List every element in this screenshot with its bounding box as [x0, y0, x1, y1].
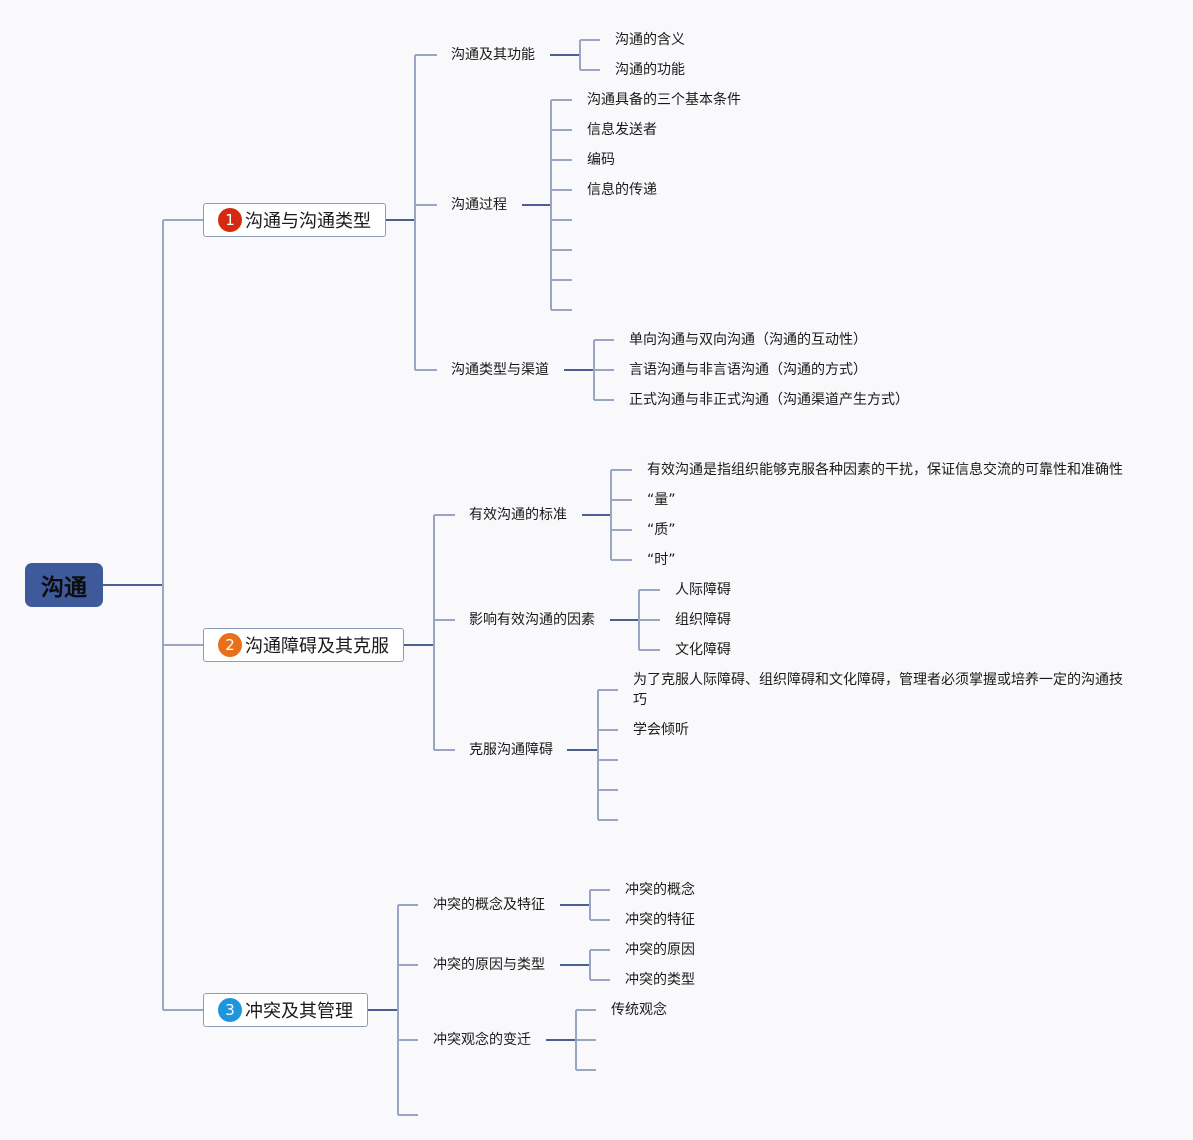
branch-node-2[interactable]: 2 沟通障碍及其克服: [203, 628, 404, 662]
number-1-badge-icon: 1: [218, 208, 242, 232]
leaf-node[interactable]: 学会倾听: [633, 722, 689, 738]
leaf-node[interactable]: 沟通的功能: [615, 62, 685, 78]
topic-node[interactable]: 冲突的概念及特征: [433, 897, 545, 913]
leaf-node[interactable]: 信息的传递: [587, 182, 657, 198]
leaf-node[interactable]: 传统观念: [611, 1002, 667, 1018]
branch-label: 沟通与沟通类型: [245, 211, 371, 232]
leaf-node[interactable]: 冲突的类型: [625, 972, 695, 988]
topic-node[interactable]: 克服沟通障碍: [469, 742, 553, 758]
branch-label: 冲突及其管理: [245, 1001, 353, 1022]
leaf-node[interactable]: 为了克服人际障碍、组织障碍和文化障碍，管理者必须掌握或培养一定的沟通技巧: [633, 672, 1123, 708]
topic-node[interactable]: 有效沟通的标准: [469, 507, 567, 523]
topic-node[interactable]: 沟通过程: [451, 197, 507, 213]
leaf-node[interactable]: “量”: [647, 492, 676, 508]
topic-node[interactable]: 影响有效沟通的因素: [469, 612, 595, 628]
root-node[interactable]: 沟通: [25, 563, 103, 607]
leaf-node[interactable]: 组织障碍: [675, 612, 731, 628]
branch-label: 沟通障碍及其克服: [245, 636, 389, 657]
leaf-node[interactable]: 文化障碍: [675, 642, 731, 658]
leaf-node[interactable]: 正式沟通与非正式沟通（沟通渠道产生方式）: [629, 392, 909, 408]
leaf-node[interactable]: 沟通的含义: [615, 32, 685, 48]
leaf-node[interactable]: 冲突的概念: [625, 882, 695, 898]
leaf-node[interactable]: 冲突的原因: [625, 942, 695, 958]
number-2-badge-icon: 2: [218, 633, 242, 657]
branch-node-1[interactable]: 1 沟通与沟通类型: [203, 203, 386, 237]
leaf-node[interactable]: 有效沟通是指组织能够克服各种因素的干扰，保证信息交流的可靠性和准确性: [647, 462, 1123, 478]
leaf-node[interactable]: 单向沟通与双向沟通（沟通的互动性）: [629, 332, 867, 348]
branch-node-3[interactable]: 3 冲突及其管理: [203, 993, 368, 1027]
number-3-badge-icon: 3: [218, 998, 242, 1022]
leaf-node[interactable]: 冲突的特征: [625, 912, 695, 928]
topic-node[interactable]: 冲突的原因与类型: [433, 957, 545, 973]
leaf-node[interactable]: “质”: [647, 522, 676, 538]
topic-node[interactable]: 沟通及其功能: [451, 47, 535, 63]
leaf-node[interactable]: 信息发送者: [587, 122, 657, 138]
leaf-node[interactable]: “时”: [647, 552, 676, 568]
leaf-node[interactable]: 沟通具备的三个基本条件: [587, 92, 741, 108]
topic-node[interactable]: 冲突观念的变迁: [433, 1032, 531, 1048]
root-label: 沟通: [41, 575, 87, 601]
leaf-node[interactable]: 编码: [587, 152, 615, 168]
topic-node[interactable]: 沟通类型与渠道: [451, 362, 549, 378]
leaf-node[interactable]: 人际障碍: [675, 582, 731, 598]
leaf-node[interactable]: 言语沟通与非言语沟通（沟通的方式）: [629, 362, 867, 378]
